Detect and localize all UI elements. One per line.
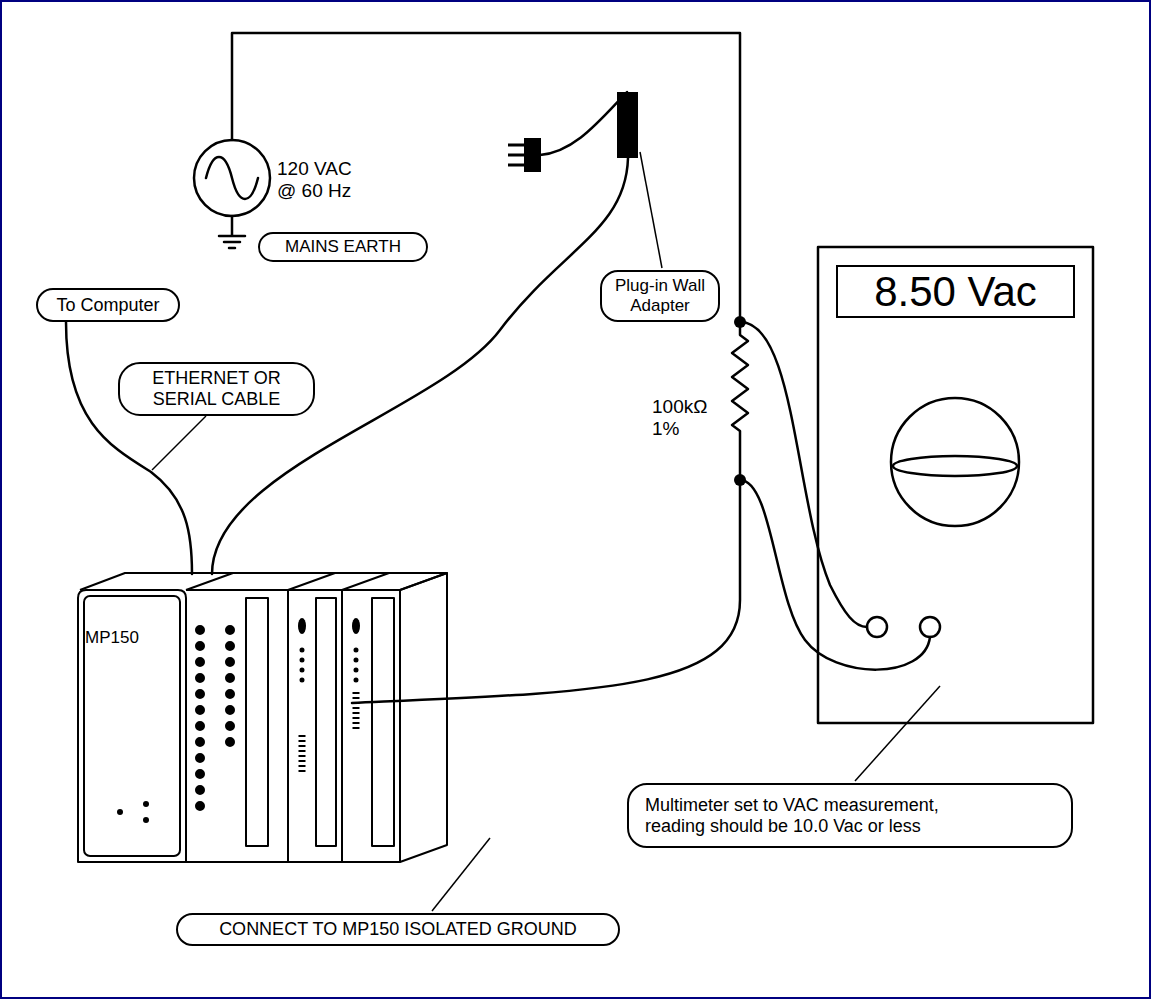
leader-line <box>855 686 940 781</box>
meter-display: 8.50 Vac <box>836 265 1075 318</box>
terminal-strip <box>299 735 306 775</box>
cable-connector <box>66 322 192 574</box>
ground-wire <box>352 480 740 703</box>
module-panel <box>316 598 336 846</box>
plug-cable <box>540 92 627 155</box>
sine-wave <box>206 157 258 199</box>
led-column <box>300 650 305 690</box>
junction-dot <box>734 316 746 328</box>
leader-line <box>640 152 662 268</box>
panel-marks <box>117 618 360 823</box>
leader-line <box>152 416 206 470</box>
box-text: Plug-in Wall Adapter <box>610 276 710 315</box>
multimeter-body <box>818 247 1093 723</box>
label-capsule: ETHERNET OR SERIAL CABLE <box>118 362 315 416</box>
source-rating: 120 VAC @ 60 Hz <box>277 158 364 202</box>
wiring <box>194 33 1093 723</box>
mp150-unit: MP150 <box>75 572 451 866</box>
probe-jack <box>867 617 887 637</box>
plug-prongs <box>508 145 524 165</box>
module-front <box>78 590 186 862</box>
unit-name: MP150 <box>85 628 139 648</box>
module-front <box>288 590 342 862</box>
led-column <box>225 630 235 758</box>
module-panel <box>84 596 180 856</box>
panel-dot <box>143 801 149 807</box>
leader-line <box>432 838 490 911</box>
panel-dot <box>143 817 149 823</box>
status-lamp <box>298 618 306 634</box>
probe-jack <box>920 617 940 637</box>
plug-body <box>524 138 541 172</box>
terminal-strip <box>353 692 360 730</box>
resistor-symbol <box>732 322 748 480</box>
led-column <box>195 630 205 822</box>
module-panel <box>372 598 394 846</box>
resistor-value: 100kΩ 1% <box>652 396 720 440</box>
ac-source-symbol <box>194 140 270 216</box>
rack-side <box>400 573 447 862</box>
probe-wire <box>740 480 930 670</box>
box-text: To Computer <box>56 295 159 316</box>
label-capsule: MAINS EARTH <box>258 232 428 262</box>
box-text: Multimeter set to VAC measurement, readi… <box>645 795 985 836</box>
status-lamp <box>352 618 360 634</box>
mains-wire <box>232 33 740 322</box>
box-text: ETHERNET OR SERIAL CABLE <box>134 368 299 409</box>
wall-adapter <box>617 92 638 158</box>
label-capsule: CONNECT TO MP150 ISOLATED GROUND <box>176 913 620 946</box>
module-front <box>186 590 288 862</box>
box-text: 8.50 Vac <box>874 271 1037 313</box>
callout-box: Multimeter set to VAC measurement, readi… <box>627 783 1073 848</box>
label-capsule: To Computer <box>36 288 180 322</box>
probe-wire <box>740 322 867 627</box>
mp150-rack-outline <box>75 572 451 866</box>
led-column <box>354 650 359 690</box>
panel-dot <box>117 809 123 815</box>
indicator-lights <box>200 630 356 822</box>
rack-modules <box>78 573 447 862</box>
box-text: MAINS EARTH <box>285 237 401 257</box>
module-top <box>335 573 389 590</box>
multimeter-dial <box>891 398 1019 526</box>
ground-symbol <box>219 216 245 248</box>
module-panel <box>246 598 268 846</box>
module-top <box>233 573 335 590</box>
multimeter-dial-mark <box>893 456 1017 476</box>
junction-dot <box>734 474 746 486</box>
module-top <box>80 573 233 590</box>
module-front <box>342 590 400 862</box>
box-text: CONNECT TO MP150 ISOLATED GROUND <box>219 919 577 940</box>
label-capsule: Plug-in Wall Adapter <box>600 270 720 322</box>
terminal-strips <box>302 692 356 775</box>
